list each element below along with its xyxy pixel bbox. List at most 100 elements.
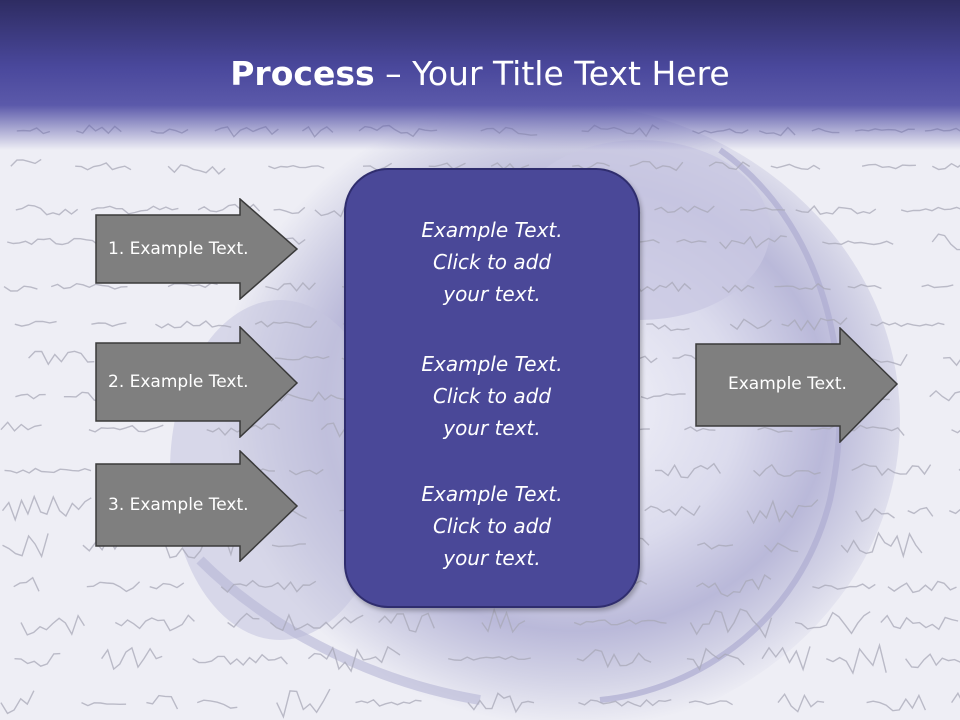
left-arrow-3[interactable]: 3. Example Text. (95, 450, 299, 562)
center-text-box[interactable]: Example Text. Click to add your text. Ex… (344, 168, 640, 608)
scribble-stroke (276, 688, 331, 719)
scribble-stroke (812, 583, 876, 590)
scribble-stroke (2, 533, 49, 559)
scribble-stroke (721, 284, 755, 294)
scribble-stroke (481, 607, 526, 634)
scribble-stroke (719, 235, 787, 250)
scribble-stroke (467, 692, 535, 714)
scribble-stroke (288, 468, 324, 476)
scribble-stroke (227, 612, 260, 629)
scribble-stroke (265, 281, 316, 292)
scribble-stroke (578, 699, 672, 708)
scribble-stroke (149, 582, 185, 590)
scribble-stroke (907, 506, 934, 517)
scribble-stroke (794, 611, 871, 635)
scribble-stroke (15, 204, 79, 216)
right-arrow[interactable]: Example Text. (695, 327, 899, 443)
text-line: Click to add (432, 514, 552, 538)
scribble-stroke (448, 655, 531, 662)
scribble-stroke (654, 205, 715, 214)
scribble-stroke (870, 321, 945, 327)
scribble-stroke (192, 653, 288, 667)
title-bar (0, 0, 960, 150)
scribble-stroke (88, 424, 164, 433)
text-block-1: Example Text. Click to add your text. (346, 214, 638, 310)
scribble-stroke (146, 694, 179, 710)
scribble-stroke (155, 320, 232, 329)
arrow-label: 1. Example Text. (108, 239, 249, 259)
scribble-stroke (274, 355, 330, 361)
scribble-stroke (770, 163, 821, 171)
scribble-stroke (378, 612, 435, 633)
scribble-stroke (307, 645, 401, 673)
scribble-stroke (646, 323, 690, 332)
arrow-label: 2. Example Text. (108, 372, 249, 392)
scribble-stroke (167, 164, 226, 175)
scribble-stroke (4, 467, 92, 474)
arrow-right-icon (95, 198, 299, 300)
scribble-stroke (781, 317, 848, 332)
scribble-stroke (81, 701, 127, 707)
scribble-stroke (763, 542, 799, 553)
scribble-stroke (729, 318, 772, 331)
scribble-stroke (746, 499, 819, 525)
arrow-label: Example Text. (728, 374, 847, 394)
text-line: your text. (443, 546, 541, 570)
scribble-stroke (101, 646, 163, 671)
scribble-stroke (761, 646, 811, 672)
scribble-stroke (90, 205, 179, 215)
scribble-stroke (10, 158, 42, 167)
scribble-stroke (196, 699, 238, 709)
scribble-stroke (50, 282, 128, 290)
text-line: Example Text. (421, 482, 563, 506)
scribble-stroke (167, 282, 218, 289)
scribble-stroke (676, 238, 707, 244)
arrow-right-icon (95, 326, 299, 438)
title-bold: Process (230, 54, 375, 93)
text-block-3: Example Text. Click to add your text. (346, 478, 638, 574)
scribble-stroke (576, 649, 652, 669)
scribble-stroke (269, 613, 364, 632)
scribble-stroke (355, 698, 422, 707)
title-rest: – Your Title Text Here (374, 54, 730, 93)
scribble-stroke (28, 350, 95, 366)
scribble-stroke (654, 462, 721, 479)
scribble-stroke (75, 162, 132, 171)
scribble-stroke (573, 619, 667, 626)
left-arrow-2[interactable]: 2. Example Text. (95, 326, 299, 438)
scribble-stroke (921, 284, 954, 289)
scribble-stroke (91, 322, 127, 327)
scribble-stroke (640, 393, 686, 400)
scribble-stroke (774, 282, 831, 291)
scribble-stroke (254, 320, 318, 329)
scribble-stroke (271, 543, 306, 548)
scribble-stroke (686, 647, 745, 672)
scribble-stroke (867, 353, 908, 367)
scribble-stroke (887, 580, 957, 594)
scribble-stroke (822, 240, 894, 246)
text-line: Click to add (432, 384, 552, 408)
scribble-stroke (7, 237, 100, 246)
scribble-stroke (684, 426, 716, 432)
scribble-stroke (861, 163, 916, 170)
scribble-stroke (795, 205, 877, 215)
scribble-stroke (777, 692, 825, 713)
scribble-stroke (826, 642, 887, 675)
scribble-stroke (220, 579, 317, 593)
scribble-stroke (866, 693, 927, 712)
scribble-stroke (15, 393, 46, 400)
text-block-2: Example Text. Click to add your text. (346, 348, 638, 444)
scribble-stroke (20, 614, 85, 636)
scribble-stroke (697, 542, 734, 550)
scribble-stroke (708, 161, 751, 171)
scribble-stroke (740, 207, 786, 212)
scribble-stroke (268, 164, 325, 170)
arrow-right-icon (695, 327, 899, 443)
scribble-stroke (931, 233, 960, 251)
scribble-stroke (696, 573, 772, 598)
left-arrow-1[interactable]: 1. Example Text. (95, 198, 299, 300)
scribble-stroke (855, 507, 895, 523)
scribble-stroke (13, 576, 40, 592)
scribble-stroke (572, 162, 610, 171)
scribble-stroke (900, 206, 960, 213)
